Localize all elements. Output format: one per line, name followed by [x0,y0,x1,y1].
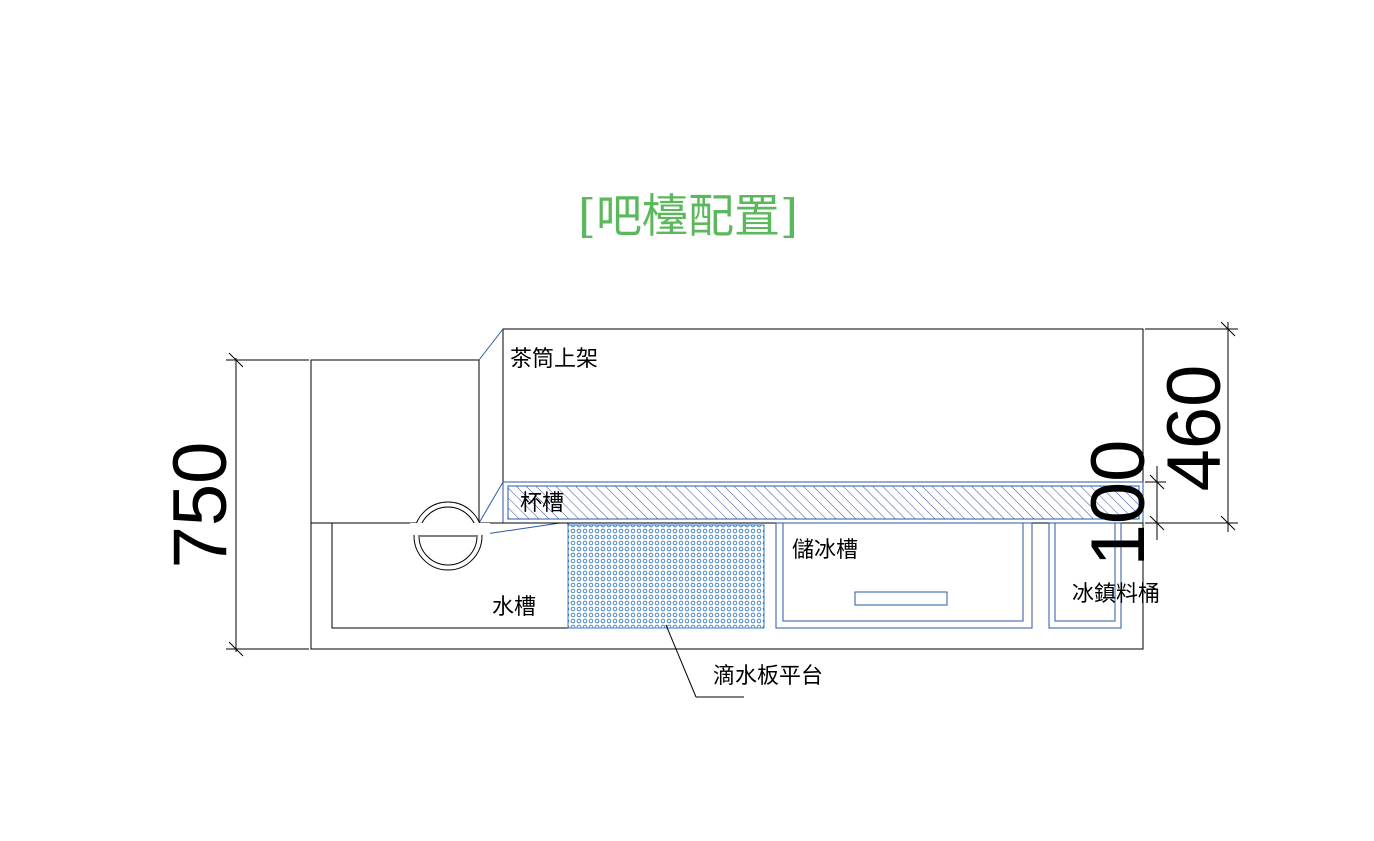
left-upper-cabinet [310,359,480,524]
drawing-title: [吧檯配置] [578,189,798,243]
tea-shelf-connector-top [478,328,504,361]
dim-750-tick-bottom [228,641,244,657]
label-ice-storage: 儲冰槽 [792,538,858,563]
label-drip-platform: 滴水板平台 [713,664,823,689]
dim-460-label: 460 [1152,365,1237,492]
dim-100-tick-bottom [1149,515,1165,531]
dim-750-label: 750 [158,442,243,569]
drip-board-platform [567,524,765,629]
tea-shelf-connector-low [478,522,561,536]
tea-shelf-connector-bottom [478,481,504,524]
dim-750-tick-top [228,352,244,368]
dim-100-label: 100 [1076,440,1161,567]
ice-storage-inner [782,522,1024,622]
drip-platform-leader [665,624,697,698]
label-tea-shelf: 茶筒上架 [510,347,598,372]
label-sink: 水槽 [492,595,536,620]
cup-slot [507,485,1140,520]
faucet-cover [410,523,490,535]
ice-bucket-inner [1054,522,1116,622]
counter-outline [310,522,1144,650]
dim-460-tick-bottom [1220,515,1236,531]
dim-100-tick-top [1149,474,1165,490]
ice-storage-drain [854,591,948,606]
dim-460-tick-top [1220,321,1236,337]
faucet-drain-inner [418,506,478,566]
label-cup-slot: 杯槽 [520,491,564,516]
label-ice-bucket: 冰鎮料桶 [1072,582,1160,607]
